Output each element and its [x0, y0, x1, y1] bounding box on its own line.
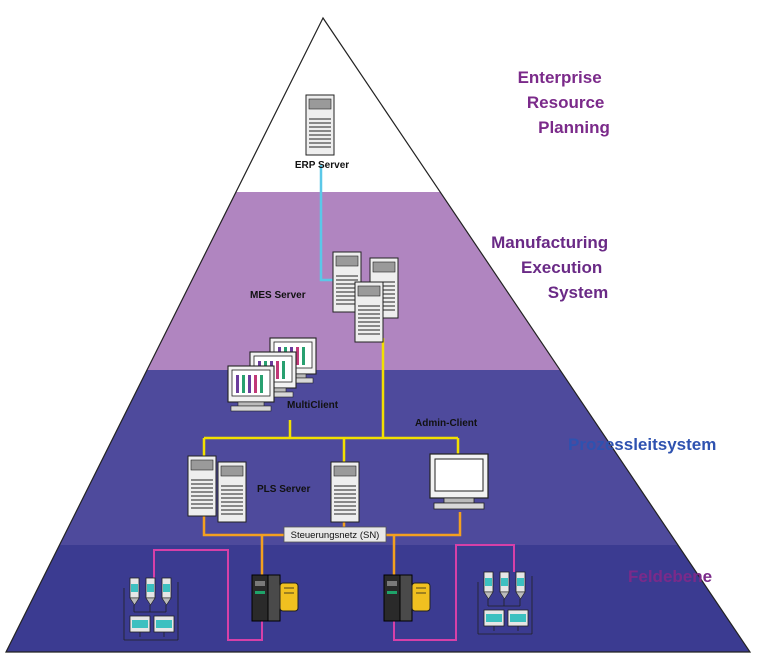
- layer-feld-band: [6, 545, 750, 652]
- layer-pls-band: [6, 370, 750, 545]
- layer-label-mes-line-1: Manufacturing: [491, 233, 608, 252]
- erp-server-icon: [305, 94, 335, 156]
- layer-label-pls: Prozessleitsystem: [568, 435, 716, 454]
- network-label: Steuerungsnetz (SN): [291, 530, 380, 541]
- layer-label-erp: Enterprise Resource Planning: [518, 68, 610, 137]
- layer-label-erp-line-2: Resource: [527, 93, 604, 112]
- layer-label-feld: Feldebene: [628, 567, 712, 586]
- layer-label-mes-line-2: Execution: [521, 258, 602, 277]
- pls-server-label: PLS Server: [257, 484, 310, 495]
- layer-label-mes-line-3: System: [548, 283, 608, 302]
- mes-server-icon-3: [354, 281, 384, 343]
- network-label-box: [283, 526, 387, 543]
- pls-server-icon-3: [330, 461, 360, 523]
- pls-server-icon-2: [217, 461, 247, 523]
- pyramid-outline: [5, 16, 752, 653]
- field-link-left: [153, 549, 263, 641]
- mes-server-label: MES Server: [250, 290, 306, 301]
- layer-label-erp-line-1: Enterprise: [518, 68, 602, 87]
- layer-label-erp-line-3: Planning: [538, 118, 610, 137]
- pls-server-icon-1: [187, 455, 217, 517]
- erp-server-label: ERP Server: [295, 160, 349, 171]
- field-link-right: [393, 544, 515, 641]
- layer-label-mes: Manufacturing Execution System: [491, 233, 613, 302]
- layer-erp-band: [6, 18, 750, 192]
- multiclient-label: MultiClient: [287, 400, 339, 411]
- admin-client-label: Admin-Client: [415, 418, 478, 429]
